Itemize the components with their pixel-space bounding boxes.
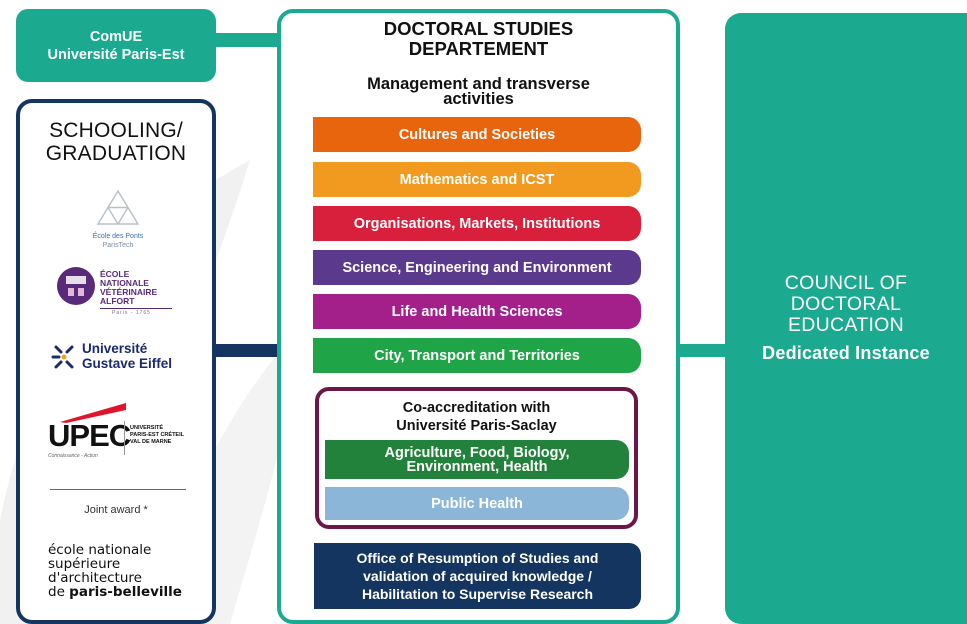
- enpc-logo: École des Ponts ParisTech: [83, 187, 153, 250]
- council-line1: COUNCIL OF: [784, 272, 908, 294]
- school-label: Science, Engineering and Environment: [342, 259, 612, 276]
- joint-divider: [50, 489, 186, 490]
- envalfort-line3: VÉTÉRINAIRE: [100, 287, 158, 297]
- office-line2: validation of acquired knowledge /: [363, 568, 592, 584]
- enpc-line1: École des Ponts: [92, 233, 144, 240]
- ensa-line2: supérieure: [48, 556, 121, 572]
- envalfort-line2: NATIONALE: [100, 278, 149, 288]
- comue-box: ComUE Université Paris-Est: [16, 9, 216, 82]
- dept-title-line2: DEPARTEMENT: [408, 38, 549, 59]
- enpc-pyramid-icon: [96, 189, 140, 225]
- dept-subtitle: Management and transverse activities: [281, 75, 676, 108]
- envalfort-sub: Paris - 1765: [112, 310, 151, 316]
- schooling-title-line2: GRADUATION: [45, 142, 187, 165]
- ensa-line4-prefix: de: [48, 584, 70, 600]
- connector-schooling-dept: [214, 344, 282, 357]
- schooling-panel: SCHOOLING/ GRADUATION École des Ponts Pa…: [16, 99, 216, 624]
- coacc-title-line2: Université Paris-Saclay: [396, 418, 557, 434]
- ugs-line2: Gustave Eiffel: [82, 356, 173, 371]
- school-bar-public-health: Public Health: [325, 487, 629, 520]
- comue-line1: ComUE: [89, 28, 143, 45]
- upec-logo: UPEC UNIVERSITÉ PARIS-EST CRÉTEIL VAL DE…: [48, 401, 208, 463]
- school-bar-agriculture: Agriculture, Food, Biology, Environment,…: [325, 440, 629, 479]
- school-label: Organisations, Markets, Institutions: [353, 215, 601, 232]
- ensa-line3: d'architecture: [48, 570, 142, 586]
- coaccreditation-title: Co-accreditation with Université Paris-S…: [319, 399, 634, 435]
- school-label: Mathematics and ICST: [399, 171, 555, 188]
- council-doctoral-education-box: COUNCIL OF DOCTORAL EDUCATION Dedicated …: [725, 13, 967, 624]
- ugs-logo: Université Gustave Eiffel: [50, 341, 210, 375]
- school-bar-cultures: Cultures and Societies: [313, 117, 641, 152]
- ugs-emblem-icon: [51, 345, 74, 369]
- upec-side2: PARIS-EST CRÉTEIL: [130, 432, 184, 438]
- agri-line2: Environment, Health: [406, 458, 548, 475]
- joint-award-label: Joint award *: [84, 504, 148, 516]
- ensa-line1: école nationale: [48, 542, 152, 558]
- upec-wordmark: UPEC: [48, 418, 131, 453]
- school-label: Cultures and Societies: [398, 126, 556, 143]
- council-title: COUNCIL OF DOCTORAL EDUCATION: [785, 273, 908, 336]
- coacc-title-line1: Co-accreditation with: [402, 400, 551, 416]
- council-line2: DOCTORAL: [790, 293, 902, 315]
- envalfort-line1: ÉCOLE: [100, 269, 130, 279]
- upec-tagline: Connaissance - Action: [48, 453, 98, 459]
- school-bar-life-health: Life and Health Sciences: [313, 294, 641, 329]
- connector-dept-council: [678, 344, 728, 357]
- agri-line1: Agriculture, Food, Biology,: [384, 444, 570, 461]
- ensa-line4-bold: paris-belleville: [69, 584, 182, 600]
- schooling-title: SCHOOLING/ GRADUATION: [20, 119, 212, 165]
- school-label: City, Transport and Territories: [374, 347, 580, 364]
- upec-side3: VAL DE MARNE: [130, 439, 172, 445]
- school-bar-organisations: Organisations, Markets, Institutions: [313, 206, 641, 241]
- council-subtitle: Dedicated Instance: [762, 343, 930, 363]
- office-line3: Habilitation to Supervise Research: [361, 586, 594, 602]
- enpc-line2: ParisTech: [102, 242, 134, 249]
- envalfort-logo: ÉCOLE NATIONALE VÉTÉRINAIRE ALFORT Paris…: [56, 266, 206, 316]
- office-resumption-box: Office of Resumption of Studies and vali…: [314, 543, 641, 609]
- council-line3: EDUCATION: [787, 314, 905, 336]
- school-bar-city-transport: City, Transport and Territories: [313, 338, 641, 373]
- office-line1: Office of Resumption of Studies and: [356, 550, 599, 566]
- school-label: Life and Health Sciences: [391, 303, 563, 320]
- ensa-logo: école nationale supérieure d'architectur…: [48, 543, 182, 599]
- connector-comue-dept: [214, 33, 282, 47]
- ugs-line1: Université: [82, 341, 148, 356]
- public-health-label: Public Health: [431, 495, 523, 512]
- dept-subtitle-line1: Management and transverse: [367, 75, 590, 93]
- schooling-title-line1: SCHOOLING/: [49, 119, 183, 142]
- dept-subtitle-line2: activities: [443, 90, 514, 108]
- school-bar-science-engineering: Science, Engineering and Environment: [313, 250, 641, 285]
- dept-title: DOCTORAL STUDIES DEPARTEMENT: [281, 19, 676, 59]
- comue-line2: Université Paris-Est: [47, 46, 185, 63]
- envalfort-emblem-icon: [57, 267, 95, 305]
- upec-side1: UNIVERSITÉ: [130, 425, 164, 431]
- upec-red-swoosh-icon: [60, 403, 126, 423]
- envalfort-line4: ALFORT: [100, 296, 135, 306]
- dept-title-line1: DOCTORAL STUDIES: [383, 18, 574, 39]
- school-bar-mathematics: Mathematics and ICST: [313, 162, 641, 197]
